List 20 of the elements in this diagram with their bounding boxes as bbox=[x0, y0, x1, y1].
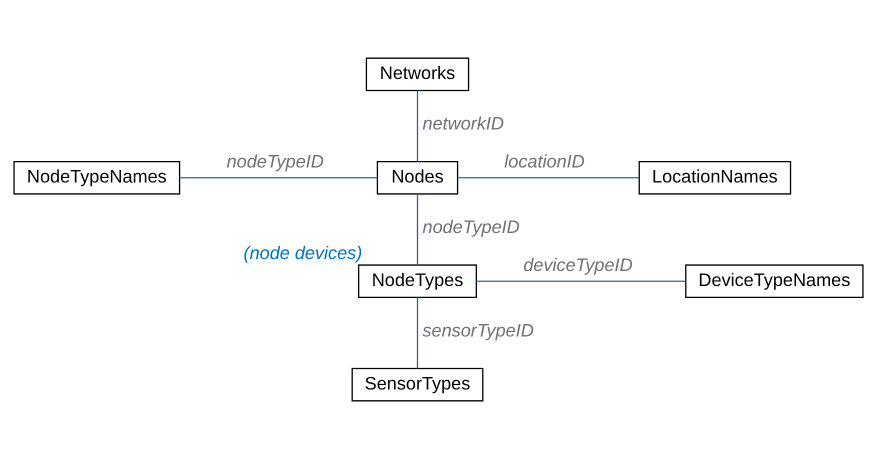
connector bbox=[476, 280, 686, 282]
node-box: SensorTypes bbox=[352, 368, 484, 402]
node-box: Nodes bbox=[376, 160, 458, 195]
edge-label: nodeTypeID bbox=[422, 216, 520, 237]
edge-label: sensorTypeID bbox=[422, 320, 534, 340]
connector bbox=[458, 177, 639, 178]
connector bbox=[416, 297, 418, 368]
connector bbox=[416, 90, 418, 162]
node-box: LocationNames bbox=[638, 160, 792, 195]
node-box: NodeTypeNames bbox=[13, 160, 180, 195]
node-box: Networks bbox=[366, 58, 470, 92]
connector bbox=[180, 177, 378, 178]
edge-label: nodeTypeID bbox=[226, 152, 324, 172]
node-box: DeviceTypeNames bbox=[685, 264, 864, 298]
edge-label: deviceTypeID bbox=[523, 255, 633, 276]
node-label: (node devices) bbox=[244, 242, 362, 263]
connector bbox=[416, 194, 418, 265]
edge-label: networkID bbox=[422, 114, 504, 134]
edge-label: locationID bbox=[504, 152, 585, 172]
node-box: NodeTypes bbox=[358, 264, 477, 298]
